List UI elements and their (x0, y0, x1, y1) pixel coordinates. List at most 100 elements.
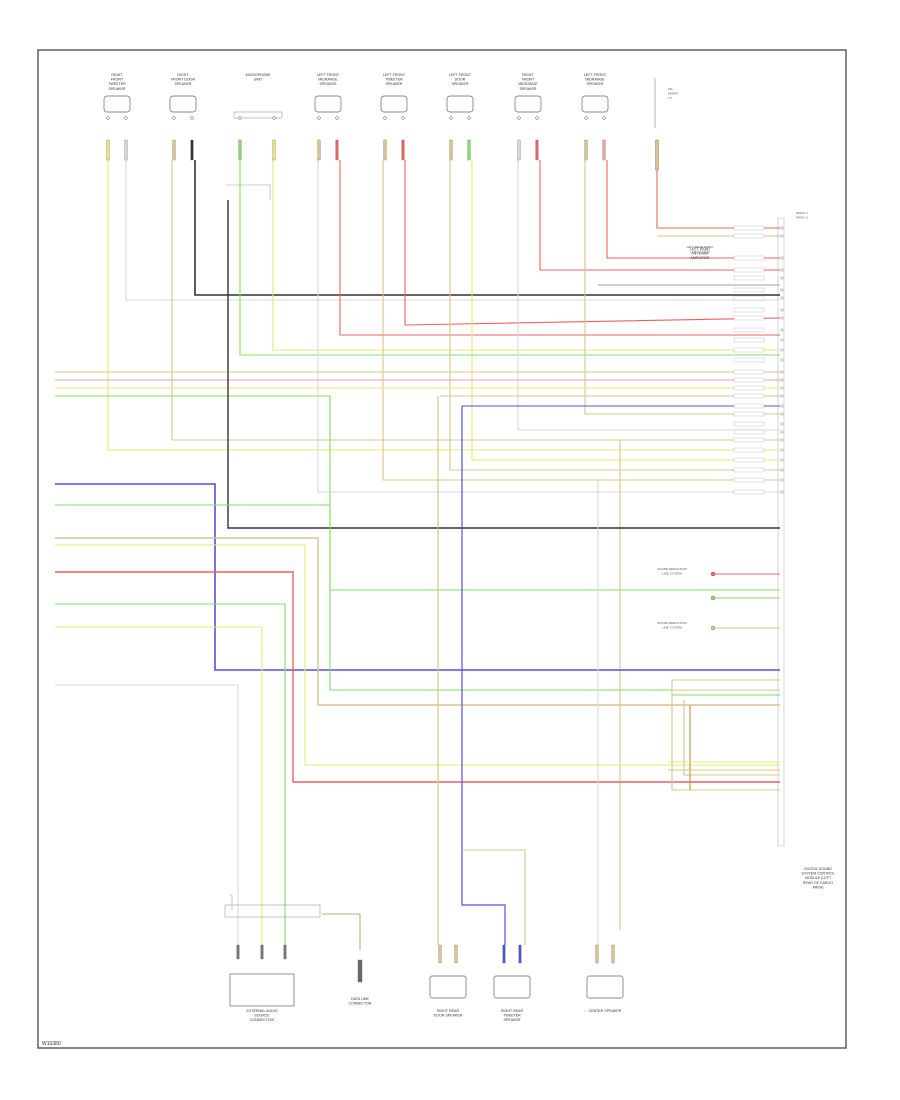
connector (172, 139, 176, 161)
module-pin (780, 234, 784, 238)
wire-tag (733, 377, 765, 383)
wire (462, 849, 526, 945)
wire-tag (733, 467, 765, 473)
module-pin (780, 412, 784, 416)
wire (55, 537, 780, 706)
connector (611, 944, 615, 964)
wire (55, 395, 780, 591)
module-pin (780, 458, 784, 462)
wire (272, 160, 780, 351)
terminal (272, 116, 276, 120)
wire (227, 200, 780, 529)
speaker-icon (169, 95, 197, 113)
wire-tag (733, 437, 765, 443)
speaker-icon (429, 975, 467, 999)
connector (335, 139, 339, 161)
connector (236, 944, 240, 960)
terminal (584, 116, 588, 120)
terminal (317, 116, 321, 120)
terminal (602, 116, 606, 120)
wire (125, 160, 780, 301)
terminal (238, 116, 242, 120)
terminal (517, 116, 521, 120)
wire-tag (733, 457, 765, 463)
module-pin (780, 404, 784, 408)
audio-source-box (229, 973, 295, 1007)
module-pin (780, 308, 784, 312)
module-pin (780, 328, 784, 332)
wire-tag (733, 421, 765, 427)
wire (225, 184, 271, 200)
control-module-box (777, 217, 785, 847)
callout-dot (710, 625, 716, 631)
wire (230, 894, 233, 910)
diagram-frame (37, 49, 847, 1049)
wire (517, 160, 780, 431)
connector (272, 139, 276, 161)
wire (317, 160, 780, 493)
module-pin (780, 358, 784, 362)
wire (55, 626, 263, 945)
figure-code: W10380 (42, 1041, 61, 1047)
wire-tag (733, 477, 765, 483)
connector (438, 944, 442, 964)
terminal (106, 116, 110, 120)
terminal (449, 116, 453, 120)
wire (55, 603, 286, 945)
module-pin (780, 378, 784, 382)
connector (449, 139, 453, 161)
module-pin (780, 438, 784, 442)
wire (55, 544, 780, 766)
wire (404, 160, 781, 326)
module-pin (780, 386, 784, 390)
wire-tag (733, 447, 765, 453)
module-pin (780, 490, 784, 494)
wire-tag (733, 403, 765, 409)
module-pin (780, 338, 784, 342)
connector (602, 139, 606, 161)
wire (239, 160, 780, 356)
connector (584, 139, 588, 161)
speaker-icon (446, 95, 474, 113)
wire-tag (733, 327, 765, 333)
terminal (172, 116, 176, 120)
wire (539, 160, 780, 271)
antenna-connector (655, 139, 659, 171)
wire (107, 160, 780, 451)
wire-tag (733, 369, 765, 375)
connector (106, 139, 110, 161)
terminal (401, 116, 405, 120)
wire (461, 406, 506, 945)
wire-tag (733, 295, 765, 301)
connector (317, 139, 321, 161)
wire (55, 684, 239, 945)
connector (383, 139, 387, 161)
terminal (467, 116, 471, 120)
wire (55, 571, 780, 783)
wire-tag (733, 337, 765, 343)
microphone-icon (233, 111, 283, 119)
module-pin (780, 478, 784, 482)
connector (518, 944, 522, 964)
wire (671, 680, 780, 791)
module-pin (780, 288, 784, 292)
wire (55, 483, 780, 671)
wire-tag (733, 393, 765, 399)
wire (471, 160, 780, 461)
wire-tag (733, 385, 765, 391)
connector (454, 944, 458, 964)
module-pin (780, 268, 784, 272)
